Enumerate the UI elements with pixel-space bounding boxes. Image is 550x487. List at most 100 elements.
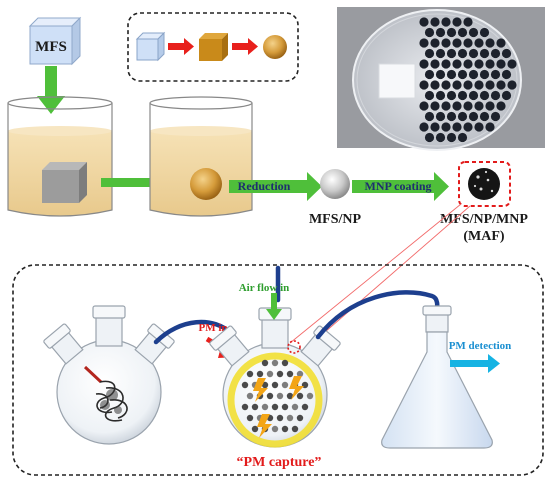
bead bbox=[496, 59, 506, 69]
lightning-icon bbox=[253, 376, 304, 438]
bead bbox=[452, 38, 462, 48]
gold-cube-icon bbox=[199, 33, 228, 61]
bead bbox=[435, 111, 446, 122]
bead bbox=[463, 17, 473, 27]
maf-particles bbox=[241, 359, 314, 433]
maf-particle bbox=[296, 414, 304, 422]
gold-sphere-icon bbox=[190, 168, 222, 200]
mnp-coating-label: MNP coating bbox=[365, 179, 432, 193]
bead bbox=[479, 69, 490, 80]
bead bbox=[446, 132, 457, 143]
bead bbox=[441, 122, 451, 132]
bead bbox=[441, 17, 451, 27]
petri-dish-photo bbox=[337, 7, 545, 151]
maf-particle bbox=[281, 403, 289, 411]
zoom-line bbox=[289, 203, 462, 344]
maf-particle bbox=[281, 359, 289, 367]
bead bbox=[424, 90, 435, 101]
bead bbox=[452, 122, 462, 132]
zoom-line bbox=[301, 205, 471, 353]
bead bbox=[463, 101, 473, 111]
bead bbox=[485, 59, 495, 69]
red-arrow-icon bbox=[232, 38, 258, 55]
bead bbox=[446, 90, 457, 101]
bead bbox=[490, 69, 501, 80]
stage-legend-box bbox=[127, 12, 299, 82]
gray-cube-icon bbox=[42, 162, 87, 203]
bead bbox=[452, 101, 462, 111]
green-down-arrow bbox=[37, 66, 65, 114]
bead bbox=[463, 80, 473, 90]
maf-particle bbox=[251, 425, 259, 433]
bead bbox=[474, 80, 484, 90]
bead bbox=[479, 48, 490, 59]
maf-particle bbox=[271, 359, 279, 367]
pm-capture-label: “PM capture” bbox=[237, 455, 322, 470]
maf-particle bbox=[256, 370, 264, 378]
bead bbox=[485, 101, 495, 111]
blue-cube-icon bbox=[135, 31, 166, 62]
mnp-coating-arrow bbox=[352, 172, 449, 201]
bead bbox=[457, 132, 468, 143]
maf-particle bbox=[241, 381, 249, 389]
bead bbox=[441, 38, 451, 48]
maf-particle bbox=[241, 403, 249, 411]
pm-detection-label: PM detection bbox=[449, 340, 512, 352]
maf-particle bbox=[246, 414, 254, 422]
bead bbox=[419, 101, 429, 111]
gold-sphere-icon bbox=[263, 35, 287, 59]
bead bbox=[419, 122, 429, 132]
outlet-tube bbox=[315, 290, 440, 340]
bead bbox=[457, 48, 468, 59]
pm-capture-frame bbox=[12, 264, 544, 476]
maf-particle bbox=[301, 403, 309, 411]
maf-particle bbox=[286, 414, 294, 422]
bead bbox=[457, 111, 468, 122]
maf-particle bbox=[266, 392, 274, 400]
maf-particle bbox=[306, 392, 314, 400]
bead bbox=[490, 90, 501, 101]
bead bbox=[452, 17, 462, 27]
air-flow-label: Air flow in bbox=[239, 282, 290, 294]
bead bbox=[441, 101, 451, 111]
bead bbox=[419, 38, 429, 48]
bead bbox=[485, 80, 495, 90]
maf-particle bbox=[271, 381, 279, 389]
bead bbox=[468, 111, 479, 122]
bead bbox=[457, 27, 468, 38]
maf-particle bbox=[281, 425, 289, 433]
maf-particle bbox=[246, 392, 254, 400]
maf-label: (MAF) bbox=[463, 229, 505, 244]
pm-detection-arrow bbox=[450, 354, 500, 373]
capture-flask bbox=[209, 307, 341, 448]
silver-sphere-icon bbox=[320, 169, 350, 199]
bead bbox=[501, 48, 512, 59]
bead bbox=[468, 69, 479, 80]
bead bbox=[463, 59, 473, 69]
bead bbox=[446, 48, 457, 59]
bead bbox=[446, 111, 457, 122]
bead bbox=[468, 27, 479, 38]
bead bbox=[430, 17, 440, 27]
bead bbox=[474, 38, 484, 48]
reduction-arrow bbox=[229, 172, 322, 201]
bead bbox=[424, 69, 435, 80]
bead bbox=[419, 17, 429, 27]
maf-particle bbox=[276, 370, 284, 378]
maf-sphere-icon bbox=[468, 168, 500, 200]
bead bbox=[474, 122, 484, 132]
bead bbox=[446, 27, 457, 38]
air-flow-arrow bbox=[266, 293, 282, 320]
bead bbox=[479, 90, 490, 101]
bead bbox=[435, 27, 446, 38]
bead bbox=[490, 111, 501, 122]
magnetic-beads bbox=[419, 17, 517, 143]
bead bbox=[435, 90, 446, 101]
red-arrow-icon bbox=[168, 38, 194, 55]
bead bbox=[463, 122, 473, 132]
pm-in-label: PM in bbox=[198, 322, 227, 334]
bead bbox=[446, 69, 457, 80]
bead bbox=[430, 101, 440, 111]
bead bbox=[463, 38, 473, 48]
